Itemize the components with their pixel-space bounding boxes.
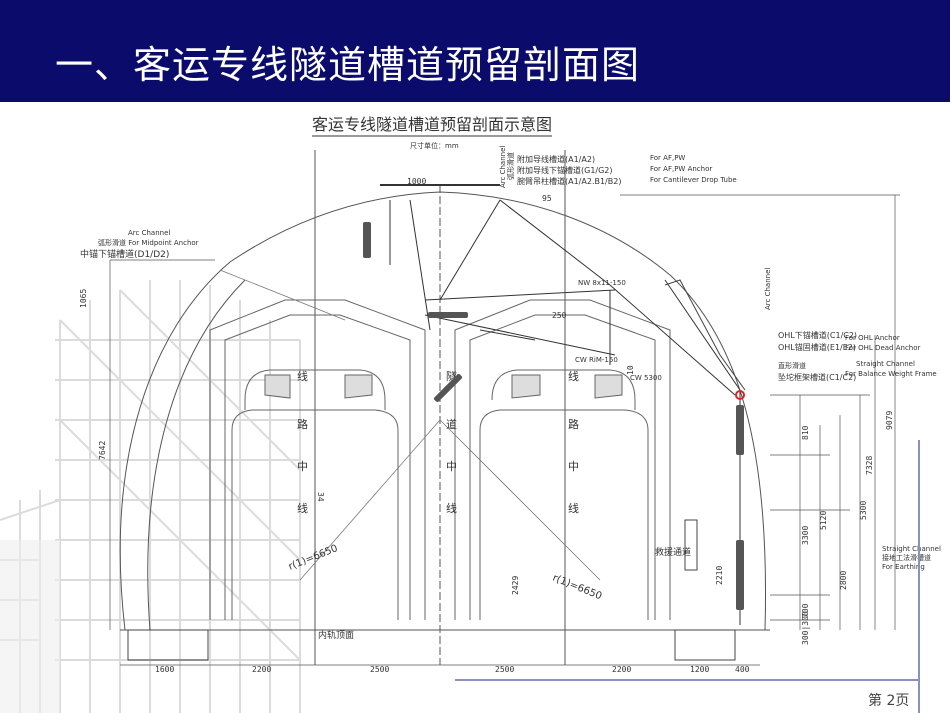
slide-header: 一、客运专线隧道槽道预留剖面图 [0,0,950,102]
right-channel-apparatus [127,279,746,661]
track1-char-3: 中 [297,460,308,473]
label-af-pw-2: 附加导线下锚槽道(G1/G2) [517,165,613,175]
slide-title: 一、客运专线隧道槽道预留剖面图 [55,43,641,87]
dim-b2500a: 2500 [370,665,389,674]
label-af-pw-2-en: For AF,PW Anchor [650,165,712,173]
dim-7328: 7328 [865,456,874,475]
dim-250: 250 [552,311,567,320]
label-af-pw-1-en: For AF,PW [650,154,685,162]
track1-char-1: 线 [297,369,308,383]
dimension-lines-right [109,194,900,666]
dim-34: 34 [316,492,325,502]
label-straight-1-en: For Balance Weight Frame [845,370,937,378]
radius-lines [219,269,601,581]
tunnel-outline [119,150,770,665]
dim-9079: 9079 [885,411,894,430]
tunnel-char-1: 隧 [446,369,457,383]
insulators [363,222,744,610]
label-midpoint-en: 弧形滑道 For Midpoint Anchor [98,238,199,247]
dim-b2200b: 2200 [612,665,631,674]
dim-b2500b: 2500 [495,665,514,674]
dim-7642: 7642 [98,441,107,460]
label-ohl-2-en: For OHL Dead Anchor [845,344,921,352]
label-straight-1: Straight Channel [856,360,915,368]
dim-5300: 5300 [859,501,868,520]
side-divider [918,440,920,713]
radius-left: r(1)=6650 [287,543,339,573]
dim-95: 95 [542,194,552,203]
catenary-structure [380,184,741,625]
label-ohl-1: OHL下锚槽道(C1/C2) [778,330,857,340]
dim-700: 700 [801,603,810,618]
label-cw-5300: CW 5300 [630,374,662,382]
label-straight-1-cn: 直形滑道 [778,361,806,370]
dim-10: 10 [626,365,635,375]
dim-2800: 2800 [839,571,848,590]
label-evac: 救援通道 [655,546,691,558]
track1-char-4: 线 [297,501,308,515]
label-straight-2-cn: 接地工法滑槽道 [882,553,931,562]
diagram-caption: 客运专线隧道槽道预留剖面示意图 [312,115,552,134]
tunnel-char-3: 中 [446,460,457,473]
dim-b1200: 1200 [690,665,709,674]
background-shade [0,540,60,713]
label-arc-top: Arc Channel [499,146,507,188]
track-labels: 线 路 中 线 线 路 中 线 隧 道 中 线 [297,369,579,515]
label-arc-top-cn: 弧形滑道 [506,152,515,180]
track1-char-2: 路 [297,418,308,431]
dim-b2200a: 2200 [252,665,271,674]
label-ohl-1-en: For OHL Anchor [845,334,900,342]
track2-char-3: 中 [568,460,579,473]
dim-b1600: 1600 [155,665,174,674]
label-arc-channel-left: Arc Channel [128,229,170,237]
radius-right: r(1)=6650 [551,573,603,603]
label-cantilever-en: For Cantilever Drop Tube [650,176,737,184]
label-rail-top: 内轨顶面 [318,629,354,641]
label-ohl-2: OHL锚固槽道(E1/E2) [778,342,856,352]
label-arc-channel-right: Arc Channel [764,268,772,310]
tunnel-char-4: 线 [446,501,457,515]
label-straight-2: Straight Channel [882,545,941,553]
footer-divider [455,679,920,681]
clearance-envelope-right [454,299,671,620]
dim-5120: 5120 [819,511,828,530]
tunnel-char-2: 道 [446,417,457,431]
dim-b400: 400 [735,665,750,674]
unit-note: 尺寸单位：mm [410,141,459,150]
dimension-texts: 1000 95 1065 7642 34 2429 250 10 810 330… [79,177,894,674]
annotations: Arc Channel 弧形滑道 For Midpoint Anchor 中锚下… [80,146,941,641]
dim-810: 810 [801,425,810,440]
label-straight-1-b: 坠坨框架槽道(C1/C2) [778,372,856,382]
page-number: 第 2页 [868,693,910,709]
dim-1065: 1065 [79,289,88,308]
dim-2210: 2210 [715,566,724,585]
dim-2429: 2429 [511,576,520,595]
label-af-pw-1: 附加导线槽道(A1/A2) [517,154,595,164]
dim-3300: 3300 [801,526,810,545]
track2-char-4: 线 [568,501,579,515]
track2-char-1: 线 [568,369,579,383]
label-cw: CW RiM-150 [575,356,618,364]
track2-char-2: 路 [568,418,579,431]
clearance-envelope-left [209,299,426,620]
label-straight-2-en: For Earthing [882,563,925,571]
anchor-point-marker [735,390,745,400]
label-nw: NW 8x11-150 [578,279,626,287]
label-cantilever: 腕臂吊柱槽道(A1/A2.B1/B2) [517,176,621,186]
dim-300: 300|300 [801,611,810,645]
label-midpoint-cn: 中锚下锚槽道(D1/D2) [80,248,169,260]
dim-1000: 1000 [407,177,426,186]
